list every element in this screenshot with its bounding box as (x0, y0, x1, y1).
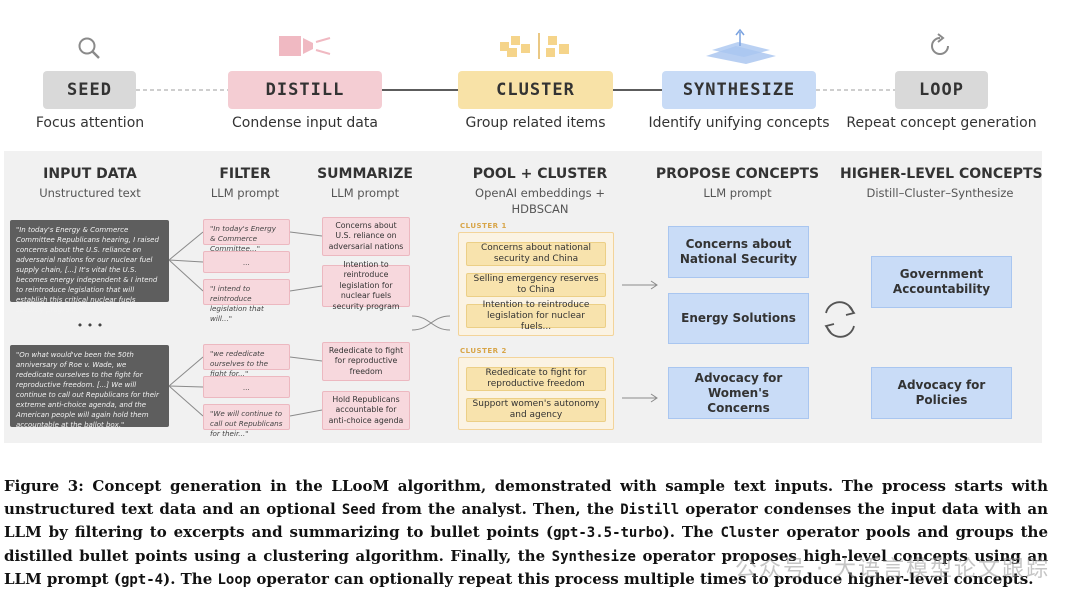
stage-cluster: CLUSTER (458, 71, 613, 109)
higher-concept-box: Government Accountability (871, 256, 1012, 308)
figure-caption: Figure 3: Concept generation in the LLoo… (4, 475, 1048, 592)
caption-text: from the analyst. Then, the (375, 499, 621, 518)
stage-distill-sub: Condense input data (232, 115, 378, 131)
stage-seed-sub: Focus attention (35, 115, 145, 131)
refresh-icon (931, 33, 949, 55)
caption-text: ). The (163, 570, 218, 589)
cluster-item: Concerns about national security and Chi… (466, 242, 606, 266)
stage-synthesize: SYNTHESIZE (662, 71, 816, 109)
cluster-item: Support women's autonomy and agency (466, 398, 606, 422)
col-summarize-title: SUMMARIZE (317, 166, 413, 182)
magnifier-icon (78, 37, 100, 59)
caption-text: operator proposes high-level concepts us… (4, 546, 1048, 589)
stage-distill: DISTILL (228, 71, 382, 109)
stage-loop-sub: Repeat concept generation (846, 115, 1037, 131)
stage-loop: LOOP (895, 71, 988, 109)
concept-box: Energy Solutions (668, 293, 809, 344)
concept-box: Advocacy for Women's Concerns (668, 367, 809, 419)
filter-excerpt: "I intend to reintroduce legislation tha… (203, 279, 290, 323)
caption-text: operator pools and groups the distilled … (4, 523, 1048, 565)
cycle-arrows-icon (824, 301, 856, 338)
col-higher-title: HIGHER-LEVEL CONCEPTS (840, 166, 1043, 182)
caption-code: Loop (217, 572, 252, 589)
concept-box: Concerns about National Security (668, 226, 809, 278)
col-input-sub: Unstructured text (39, 186, 141, 200)
caption-code: Seed (341, 501, 376, 518)
caption-code: Synthesize (551, 548, 636, 565)
summary-bullet: Intention to reintroduce legislation for… (322, 260, 410, 311)
caption-text: Figure 3: Concept generation in the LLoo… (4, 477, 1048, 518)
cluster-label: CLUSTER 2 (460, 347, 507, 355)
higher-concept-box: Advocacy for Policies (871, 367, 1012, 419)
filter-excerpt: ... (203, 251, 290, 273)
col-summarize-sub: LLM prompt (330, 186, 400, 200)
col-filter-title: FILTER (219, 166, 271, 182)
summary-bullet: Rededicate to fight for reproductive fre… (322, 342, 410, 381)
col-propose-title: PROPOSE CONCEPTS (655, 166, 820, 182)
pipeline-connectors (78, 28, 949, 91)
caption-code: gpt-4 (120, 572, 164, 589)
watermark: 公众号 · 大语言模型论文跟踪 (735, 557, 1050, 582)
filter-excerpt: ... (203, 376, 290, 398)
cluster-squares-icon (500, 33, 569, 59)
filter-excerpt: "we rededicate ourselves to the fight fo… (203, 344, 290, 378)
cluster-item: Intention to reintroduce legislation for… (466, 300, 606, 332)
stage-cluster-sub: Group related items (465, 115, 606, 131)
stacked-layers-icon (706, 28, 776, 64)
summary-bullet: Hold Republicans accountable for anti-ch… (322, 391, 410, 430)
stage-seed: SEED (43, 71, 136, 109)
stage-label: LOOP (919, 80, 964, 100)
col-pool-sub: OpenAI embeddings + HDBSCAN (475, 186, 605, 216)
caption-code: Cluster (720, 525, 780, 542)
col-propose-sub: LLM prompt (703, 186, 772, 200)
caption-code: gpt-3.5-turbo (553, 525, 663, 542)
funnel-icon (279, 36, 331, 56)
col-higher-sub: Distill–Cluster–Synthesize (866, 186, 1014, 200)
stage-label: CLUSTER (496, 80, 575, 100)
col-input-title: INPUT DATA (43, 166, 137, 182)
input-text-2: "On what would've been the 50th annivers… (10, 345, 169, 429)
summary-bullet: Concerns about U.S. reliance on adversar… (322, 217, 410, 256)
input-ellipsis: • • • (76, 319, 104, 332)
input-text-1: "In today's Energy & Commerce Committee … (10, 220, 169, 314)
caption-text: operator condenses the input data with a… (4, 499, 1048, 542)
filter-excerpt: "In today's Energy & Commerce Committee.… (203, 219, 290, 253)
stage-label: SEED (67, 80, 112, 100)
stage-label: DISTILL (265, 80, 345, 100)
stage-label: SYNTHESIZE (682, 80, 796, 100)
caption-text: operator can optionally repeat this proc… (251, 570, 1034, 589)
col-filter-sub: LLM prompt (210, 186, 280, 200)
filter-excerpt: "We will continue to call out Republican… (203, 404, 290, 438)
cluster-item: Rededicate to fight for reproductive fre… (466, 367, 606, 391)
panel-connectors (168, 231, 856, 417)
cluster-item: Selling emergency reserves to China (466, 273, 606, 297)
caption-text: ). The (662, 523, 721, 542)
cluster-label: CLUSTER 1 (460, 222, 507, 230)
stage-synthesize-sub: Identify unifying concepts (648, 115, 830, 131)
caption-code: Distill (620, 501, 680, 518)
col-pool-title: POOL + CLUSTER (472, 166, 608, 182)
